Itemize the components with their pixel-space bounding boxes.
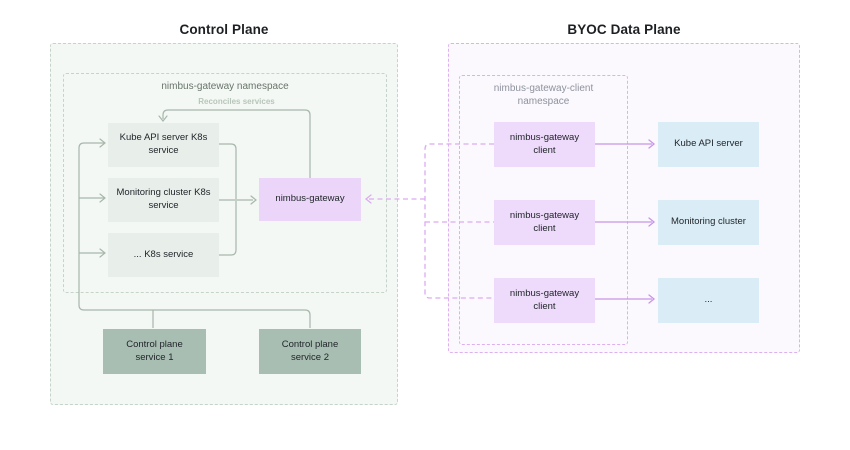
node-byoc-other-label: ... bbox=[704, 294, 713, 306]
node-other-k8s-service: ... K8s service bbox=[108, 233, 219, 277]
node-nimbus-gateway-client-1-label: nimbus-gateway client bbox=[509, 131, 580, 156]
byoc-data-plane-title: BYOC Data Plane bbox=[567, 22, 681, 37]
node-byoc-monitoring-cluster-label: Monitoring cluster bbox=[671, 216, 746, 228]
node-control-plane-service-2: Control plane service 2 bbox=[259, 329, 361, 374]
node-nimbus-gateway-client-3: nimbus-gateway client bbox=[494, 278, 595, 323]
node-byoc-other: ... bbox=[658, 278, 759, 323]
node-kube-api-k8s-service-label: Kube API server K8s service bbox=[119, 132, 208, 156]
node-control-plane-service-1: Control plane service 1 bbox=[103, 329, 206, 374]
node-nimbus-gateway-client-3-label: nimbus-gateway client bbox=[509, 287, 580, 312]
node-nimbus-gateway-client-2-label: nimbus-gateway client bbox=[509, 209, 580, 234]
node-kube-api-k8s-service: Kube API server K8s service bbox=[108, 123, 219, 167]
control-plane-title: Control Plane bbox=[179, 22, 269, 37]
node-control-plane-service-1-label: Control plane service 1 bbox=[126, 338, 183, 363]
nimbus-gateway-namespace-label: nimbus-gateway namespace bbox=[161, 81, 289, 92]
reconciles-services-label: Reconciles services bbox=[198, 97, 275, 106]
node-nimbus-gateway: nimbus-gateway bbox=[259, 178, 361, 221]
node-nimbus-gateway-label: nimbus-gateway bbox=[275, 193, 345, 205]
node-nimbus-gateway-client-1: nimbus-gateway client bbox=[494, 122, 595, 167]
node-control-plane-service-2-label: Control plane service 2 bbox=[281, 338, 339, 363]
nimbus-gateway-client-namespace-label: nimbus-gateway-client namespace bbox=[493, 83, 594, 107]
node-byoc-kube-api-server-label: Kube API server bbox=[674, 138, 743, 150]
node-other-k8s-service-label: ... K8s service bbox=[133, 248, 194, 260]
node-byoc-kube-api-server: Kube API server bbox=[658, 122, 759, 167]
node-monitoring-k8s-service: Monitoring cluster K8s service bbox=[108, 178, 219, 222]
node-byoc-monitoring-cluster: Monitoring cluster bbox=[658, 200, 759, 245]
node-monitoring-k8s-service-label: Monitoring cluster K8s service bbox=[116, 187, 211, 211]
node-nimbus-gateway-client-2: nimbus-gateway client bbox=[494, 200, 595, 245]
